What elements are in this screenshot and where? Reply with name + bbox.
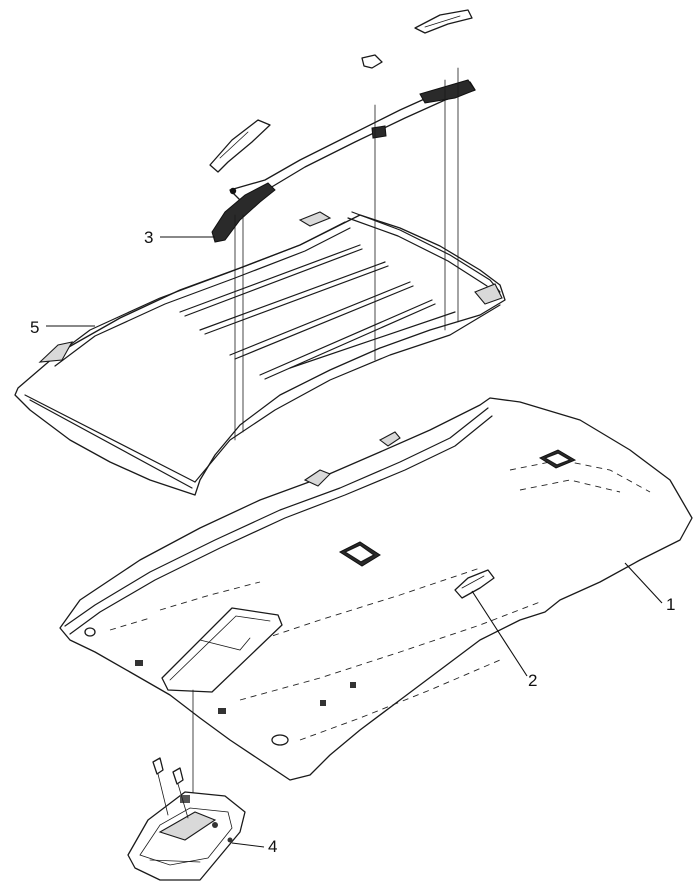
rail-cover-rear: [414, 9, 473, 34]
rail-clip: [361, 54, 383, 69]
callout-1: 1: [624, 562, 675, 614]
callout-2: 2: [471, 590, 537, 690]
callout-1-label: 1: [666, 595, 675, 614]
assist-grip: [454, 569, 495, 599]
callout-4-label: 4: [268, 837, 277, 856]
front-end-cap: [211, 182, 276, 243]
alignment-lines: [234, 67, 459, 441]
callout-3: 3: [144, 228, 215, 247]
bulb-right: [172, 767, 189, 819]
callout-4: 4: [231, 837, 277, 856]
callout-2-label: 2: [528, 671, 537, 690]
overhead-console: [127, 791, 246, 881]
callout-5: 5: [30, 318, 95, 337]
rail-cover-front: [209, 119, 271, 173]
callout-3-label: 3: [144, 228, 153, 247]
bulb-left: [152, 757, 169, 816]
headliner: [59, 397, 693, 781]
roof-rail: [229, 79, 476, 201]
roof-panel: [14, 211, 506, 496]
callout-5-label: 5: [30, 318, 39, 337]
